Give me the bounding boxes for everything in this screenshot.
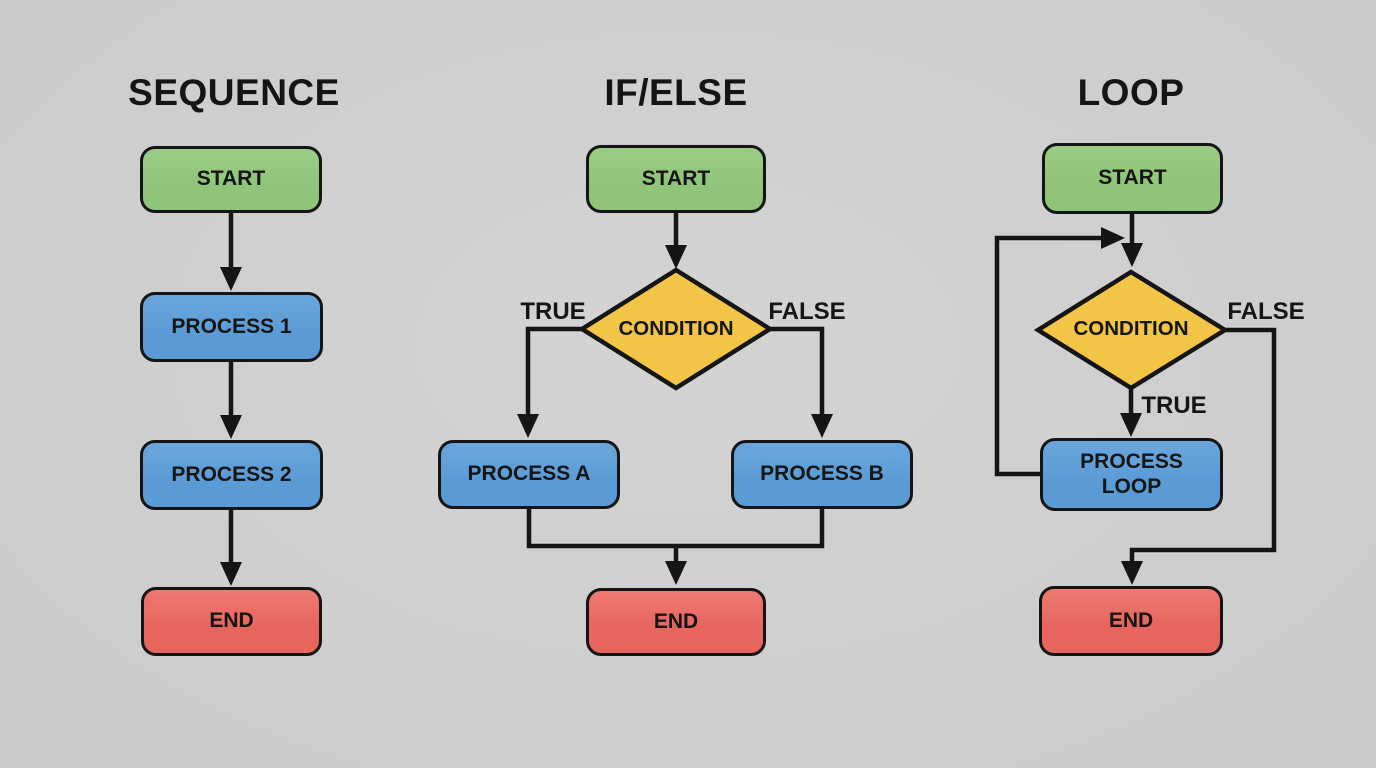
loop-true-label: TRUE <box>1141 392 1207 419</box>
ifelse-process-a-node: PROCESS A <box>438 440 620 509</box>
loop-process-node: PROCESS LOOP <box>1040 438 1223 511</box>
ifelse-false-label: FALSE <box>768 298 846 325</box>
loop-end-node: END <box>1039 586 1223 656</box>
ifelse-title: IF/ELSE <box>604 72 748 113</box>
ifelse-start-node: START <box>586 145 766 213</box>
sequence-process2-node: PROCESS 2 <box>140 440 323 510</box>
ifelse-end-node: END <box>586 588 766 656</box>
loop-condition-label: CONDITION <box>1073 317 1189 340</box>
loop-false-label: FALSE <box>1227 298 1305 325</box>
loop-title: LOOP <box>1077 72 1185 113</box>
ifelse-condition-label: CONDITION <box>618 317 734 340</box>
sequence-process1-node: PROCESS 1 <box>140 292 323 362</box>
sequence-title: SEQUENCE <box>128 72 340 113</box>
ifelse-true-label: TRUE <box>520 298 586 325</box>
sequence-arrows <box>220 213 242 586</box>
ifelse-process-b-node: PROCESS B <box>731 440 913 509</box>
loop-start-node: START <box>1042 143 1223 214</box>
sequence-start-node: START <box>140 146 322 213</box>
sequence-end-node: END <box>141 587 322 656</box>
ifelse-arrows <box>517 213 833 585</box>
